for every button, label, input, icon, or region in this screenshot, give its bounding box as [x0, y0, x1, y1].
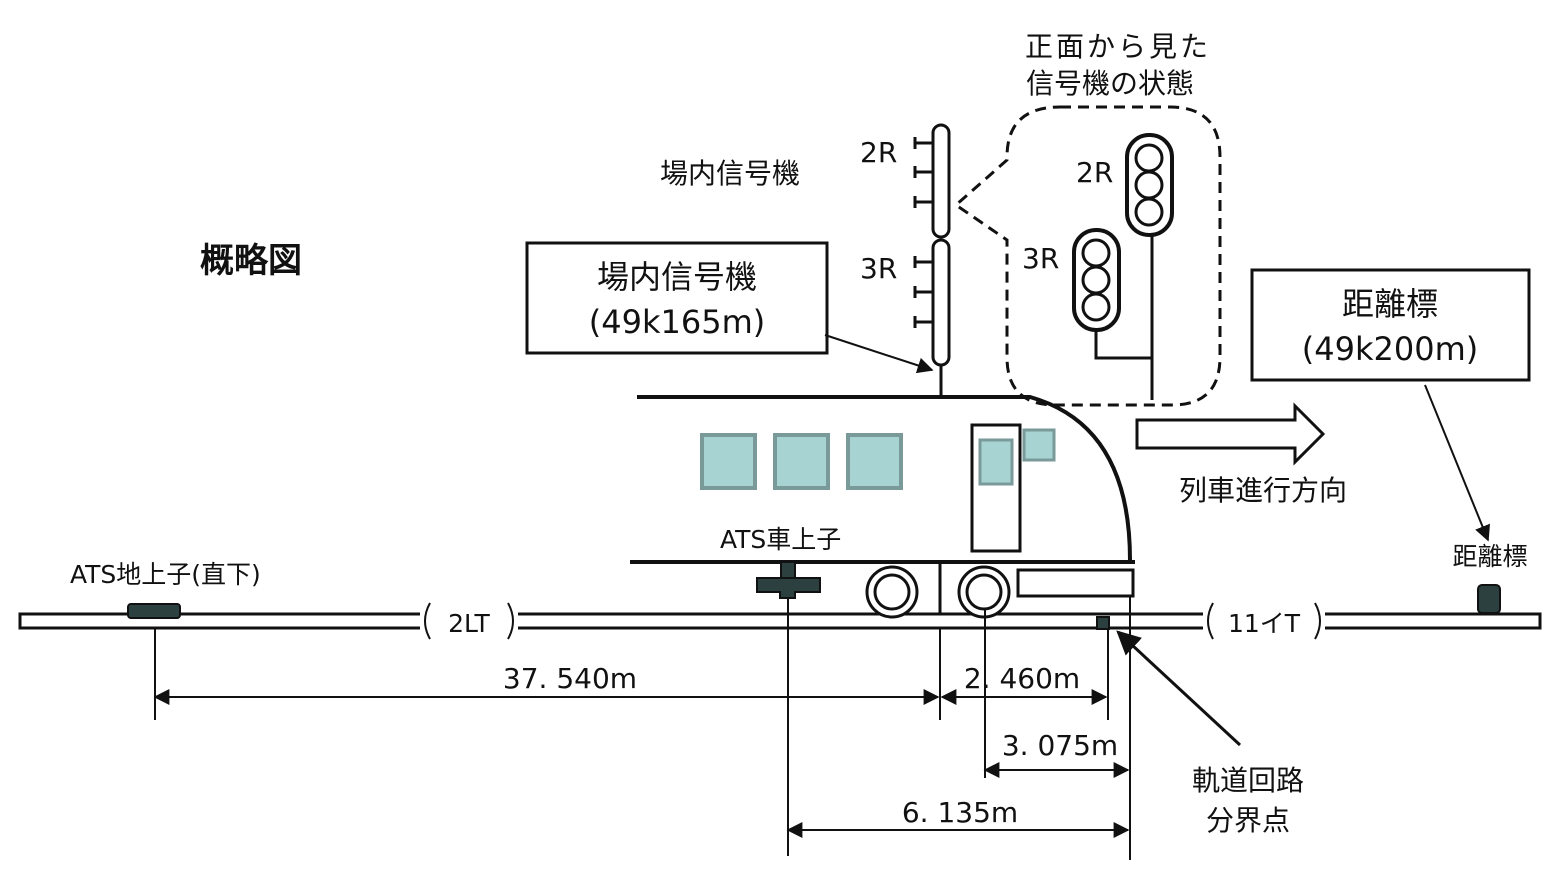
signal-name-label: 場内信号機: [660, 157, 800, 190]
signal-head-3r: [931, 238, 951, 367]
dimension-d1: 37. 540m: [503, 662, 637, 695]
distance-post-callout: 距離標 (49k200m): [1250, 268, 1531, 382]
ats-onboard-unit: [756, 561, 821, 599]
track-circuit-2lt-label: 2LT: [448, 609, 490, 638]
distance-post-callout-km: (49k200m): [1302, 330, 1478, 368]
front-view-bubble: [953, 105, 1222, 407]
direction-label: 列車進行方向: [1179, 474, 1347, 507]
diagram-title: 概略図: [200, 241, 302, 281]
door-window: [978, 438, 1014, 486]
signal-callout-km: (49k165m): [589, 303, 765, 341]
signal-callout: 場内信号機 (49k165m): [525, 241, 829, 355]
train-window: [700, 433, 757, 490]
signal-id-lower: 3R: [860, 252, 897, 285]
boundary-point: [1096, 616, 1110, 630]
signal-callout-name: 場内信号機: [597, 258, 757, 296]
front-view-label-line2: 信号機の状態: [1026, 67, 1194, 100]
train: [630, 395, 1135, 619]
train-window: [846, 433, 903, 490]
track-circuit-2lt: 2LT: [420, 600, 518, 642]
distance-post: [1477, 584, 1501, 614]
ats-ground-label: ATS地上子(直下): [70, 560, 261, 589]
cab-window: [1022, 428, 1056, 462]
direction-arrow: [1135, 402, 1326, 466]
signal-id-upper: 2R: [860, 136, 897, 169]
ats-ground-unit: [127, 603, 181, 619]
distance-post-label: 距離標: [1452, 542, 1527, 571]
detail-id-upper: 2R: [1076, 156, 1113, 189]
signal-front-3r: [1072, 228, 1152, 360]
track-circuit-11it: 11イT: [1203, 600, 1325, 642]
home-signal: [913, 123, 951, 397]
train-skirt: [1016, 568, 1135, 598]
dimension-d4: 6. 135m: [902, 796, 1018, 829]
ats-onboard-label: ATS車上子: [720, 525, 841, 554]
train-window: [773, 433, 830, 490]
signal-front-2r: [1125, 133, 1174, 400]
dimension-d3: 3. 075m: [1002, 729, 1118, 762]
distance-post-callout-name: 距離標: [1342, 285, 1438, 323]
boundary-label-line1: 軌道回路: [1192, 764, 1304, 797]
detail-id-lower: 3R: [1022, 242, 1059, 275]
train-body: [637, 395, 1132, 561]
front-view-label-line1: 正面から見た: [1025, 30, 1211, 63]
signal-head-2r: [931, 123, 951, 239]
dimension-lines: [153, 596, 1131, 860]
track-circuit-11it-label: 11イT: [1228, 609, 1301, 638]
dimension-d2: 2. 460m: [964, 662, 1080, 695]
boundary-label-line2: 分界点: [1206, 804, 1290, 837]
rail: [18, 612, 1542, 630]
